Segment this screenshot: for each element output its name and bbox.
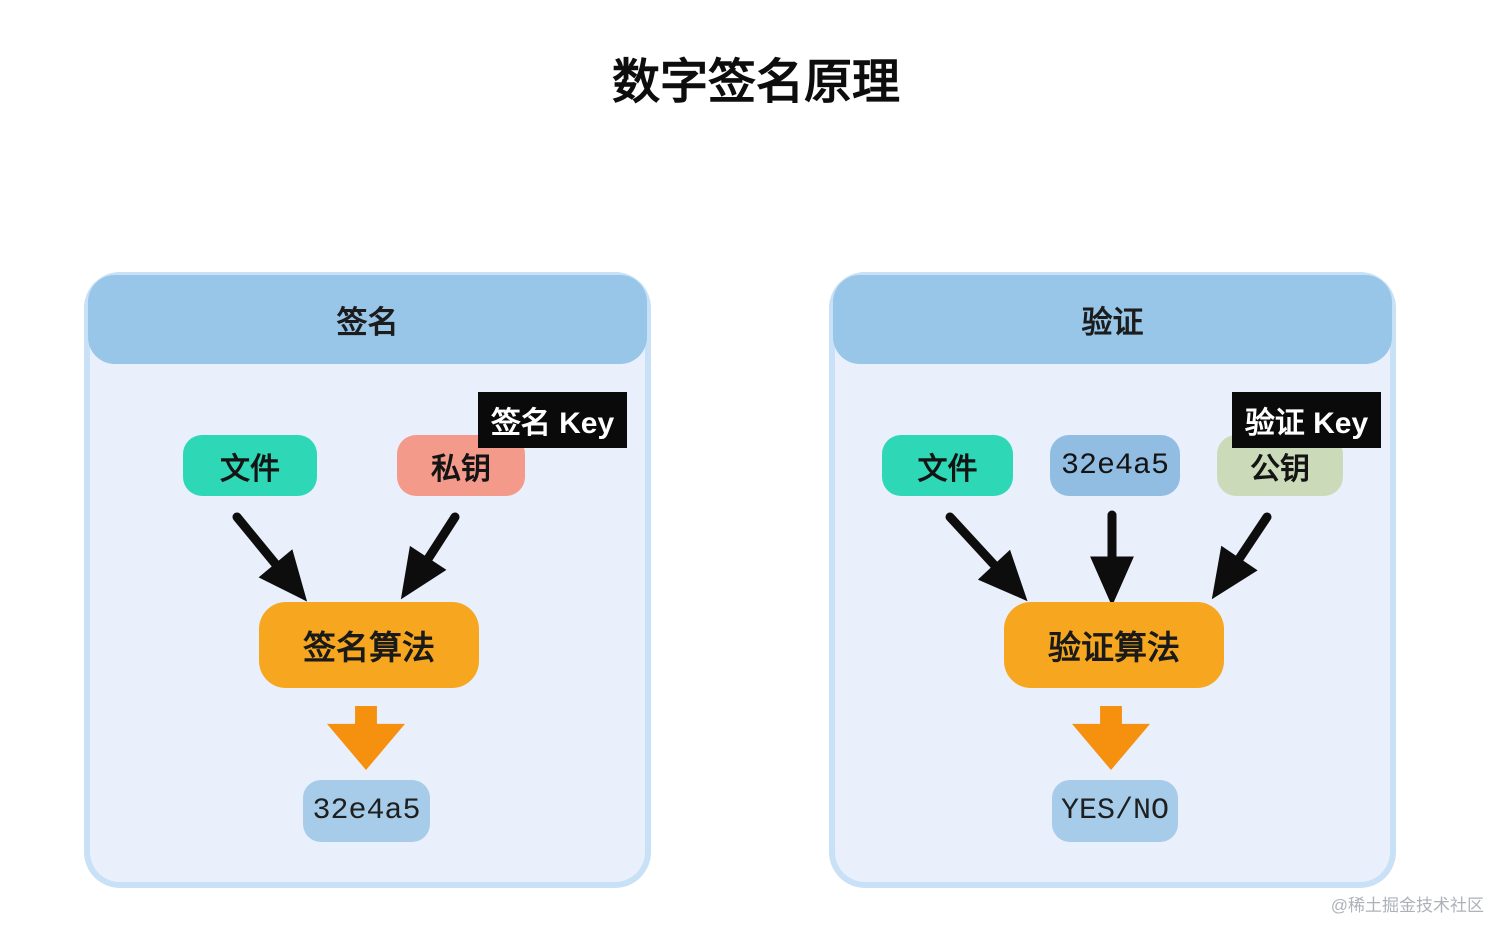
watermark: @稀土掘金技术社区 (1330, 896, 1484, 915)
sign-key-label: 签名 Key (478, 392, 627, 448)
sign-panel: 签名 签名 Key 文件 私钥 签名算法 32e4a5 (84, 272, 651, 888)
file-chip: 文件 (183, 435, 317, 496)
verify-panel: 验证 验证 Key 文件 32e4a5 公钥 验证算法 YES/NO (829, 272, 1396, 888)
verify-panel-header: 验证 (833, 275, 1392, 364)
sign-algorithm-box: 签名算法 (259, 602, 479, 688)
signature-output-box: 32e4a5 (303, 780, 430, 842)
digest-chip: 32e4a5 (1050, 435, 1180, 496)
file-chip: 文件 (882, 435, 1013, 496)
page-title: 数字签名原理 (611, 56, 900, 110)
verify-algorithm-box: 验证算法 (1004, 602, 1224, 688)
sign-panel-header: 签名 (88, 275, 647, 364)
verify-key-label: 验证 Key (1232, 392, 1381, 448)
verify-result-box: YES/NO (1052, 780, 1178, 842)
